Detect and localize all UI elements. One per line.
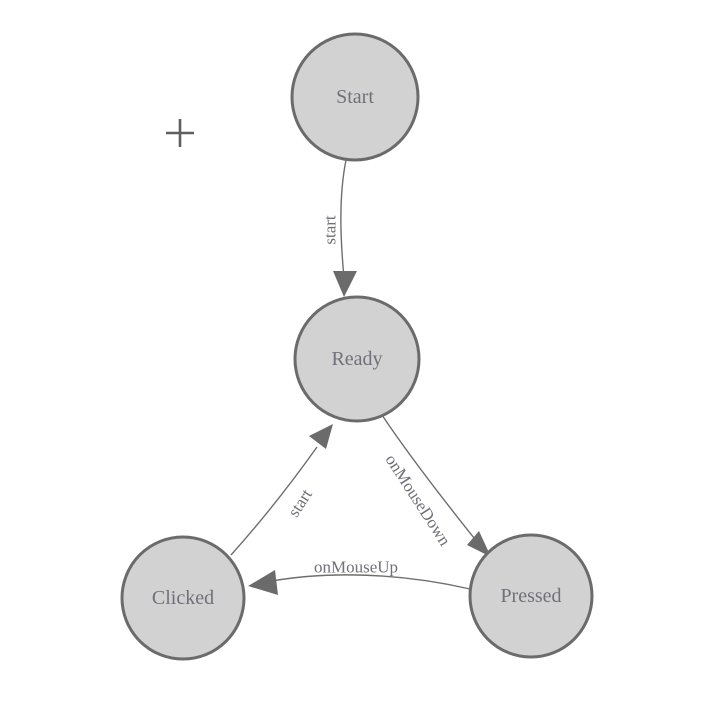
edge-label-start-to-ready: start xyxy=(321,215,340,245)
node-clicked-circle xyxy=(120,535,246,661)
edge-start-to-ready[interactable]: start xyxy=(321,159,358,297)
node-start-label: Start xyxy=(336,86,374,108)
edge-path-pressed-to-clicked xyxy=(271,574,471,590)
node-ready[interactable]: Ready xyxy=(293,295,421,423)
edge-label-pressed-to-clicked: onMouseUp xyxy=(314,558,398,577)
arrowhead-ready-to-pressed xyxy=(467,531,491,557)
node-ready-circle xyxy=(293,295,421,423)
node-pressed[interactable]: Pressed xyxy=(468,533,594,659)
node-start-circle xyxy=(290,32,420,162)
plus-marker-icon xyxy=(166,119,194,147)
edge-path-clicked-to-ready xyxy=(230,446,318,556)
arrowhead-clicked-to-ready xyxy=(309,424,333,449)
node-clicked-label: Clicked xyxy=(152,587,214,609)
edge-pressed-to-clicked[interactable]: onMouseUp xyxy=(248,558,471,596)
node-ready-label: Ready xyxy=(331,348,382,370)
node-start[interactable]: Start xyxy=(290,32,420,162)
edge-path-start-to-ready xyxy=(340,159,347,279)
arrowhead-start-to-ready xyxy=(333,271,357,297)
arrowhead-pressed-to-clicked xyxy=(248,570,278,595)
edge-ready-to-pressed[interactable]: onMouseDown xyxy=(381,414,491,557)
edge-clicked-to-ready[interactable]: start xyxy=(230,424,333,556)
node-pressed-label: Pressed xyxy=(500,585,561,607)
edge-path-ready-to-pressed xyxy=(381,414,479,544)
edge-label-clicked-to-ready: start xyxy=(284,485,316,520)
node-pressed-circle xyxy=(468,533,594,659)
node-clicked[interactable]: Clicked xyxy=(120,535,246,661)
